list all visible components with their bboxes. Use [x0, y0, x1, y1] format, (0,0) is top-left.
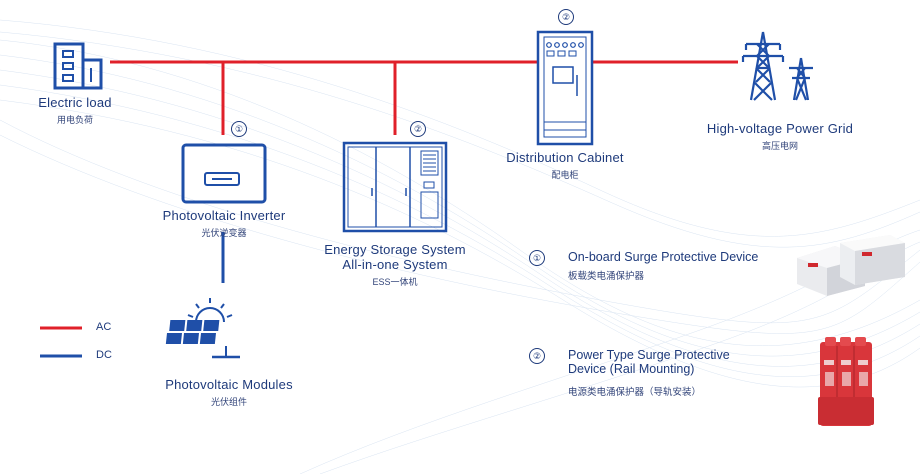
distribution-cabinet-cn: 配电柜: [551, 170, 579, 180]
ac-bus: [110, 60, 738, 135]
distribution-cabinet-title: Distribution Cabinet: [506, 150, 624, 165]
distribution-cabinet-label: Distribution Cabinet 配电柜: [490, 150, 640, 181]
ess-title-line2: All-in-one System: [342, 257, 448, 272]
power-grid-title: High-voltage Power Grid: [706, 121, 854, 136]
inverter-icon: [181, 143, 267, 204]
note-2-title-line2: Device (Rail Mounting): [568, 362, 695, 376]
note-2-number: ②: [529, 348, 545, 364]
pv-inverter-cn: 光伏逆变器: [201, 228, 247, 238]
ess-label: Energy Storage System All-in-one System …: [310, 242, 480, 288]
pv-modules-cn: 光伏组件: [210, 397, 247, 407]
ess-cn: ESS一体机: [372, 277, 418, 287]
note-2-title-line1: Power Type Surge Protective: [568, 348, 730, 362]
pv-modules-label: Photovoltaic Modules 光伏组件: [144, 377, 314, 408]
power-tower-icon: [741, 31, 813, 101]
note-1-title: On-board Surge Protective Device: [568, 250, 759, 264]
building-icon: [53, 42, 103, 90]
cabinet-spd-marker: ②: [558, 9, 574, 25]
onboard-spd-product-image: [797, 235, 905, 296]
distribution-cabinet-icon: [536, 30, 594, 146]
electric-load-label: Electric load 用电负荷: [20, 95, 130, 126]
solar-panel-icon: [165, 298, 240, 359]
legend-ac-label: AC: [96, 321, 112, 333]
note-1-number: ①: [529, 250, 545, 266]
note-2-cn: 电源类电涌保护器（导轨安装）: [568, 387, 702, 398]
pv-inverter-label: Photovoltaic Inverter 光伏逆变器: [144, 208, 304, 239]
ess-title-line1: Energy Storage System: [324, 242, 466, 257]
electric-load-cn: 用电负荷: [56, 115, 93, 125]
inverter-spd-marker: ①: [231, 121, 247, 137]
power-grid-cn: 高压电网: [761, 141, 798, 151]
power-grid-label: High-voltage Power Grid 高压电网: [690, 121, 870, 152]
rail-spd-product-image: [818, 337, 874, 426]
pv-modules-title: Photovoltaic Modules: [165, 377, 293, 392]
legend-dc-label: DC: [96, 349, 112, 361]
ess-cabinet-icon: [342, 141, 448, 233]
pv-inverter-title: Photovoltaic Inverter: [162, 208, 286, 223]
note-1-cn: 板载类电涌保护器: [568, 271, 645, 282]
ess-spd-marker: ②: [410, 121, 426, 137]
electric-load-title: Electric load: [38, 95, 112, 110]
